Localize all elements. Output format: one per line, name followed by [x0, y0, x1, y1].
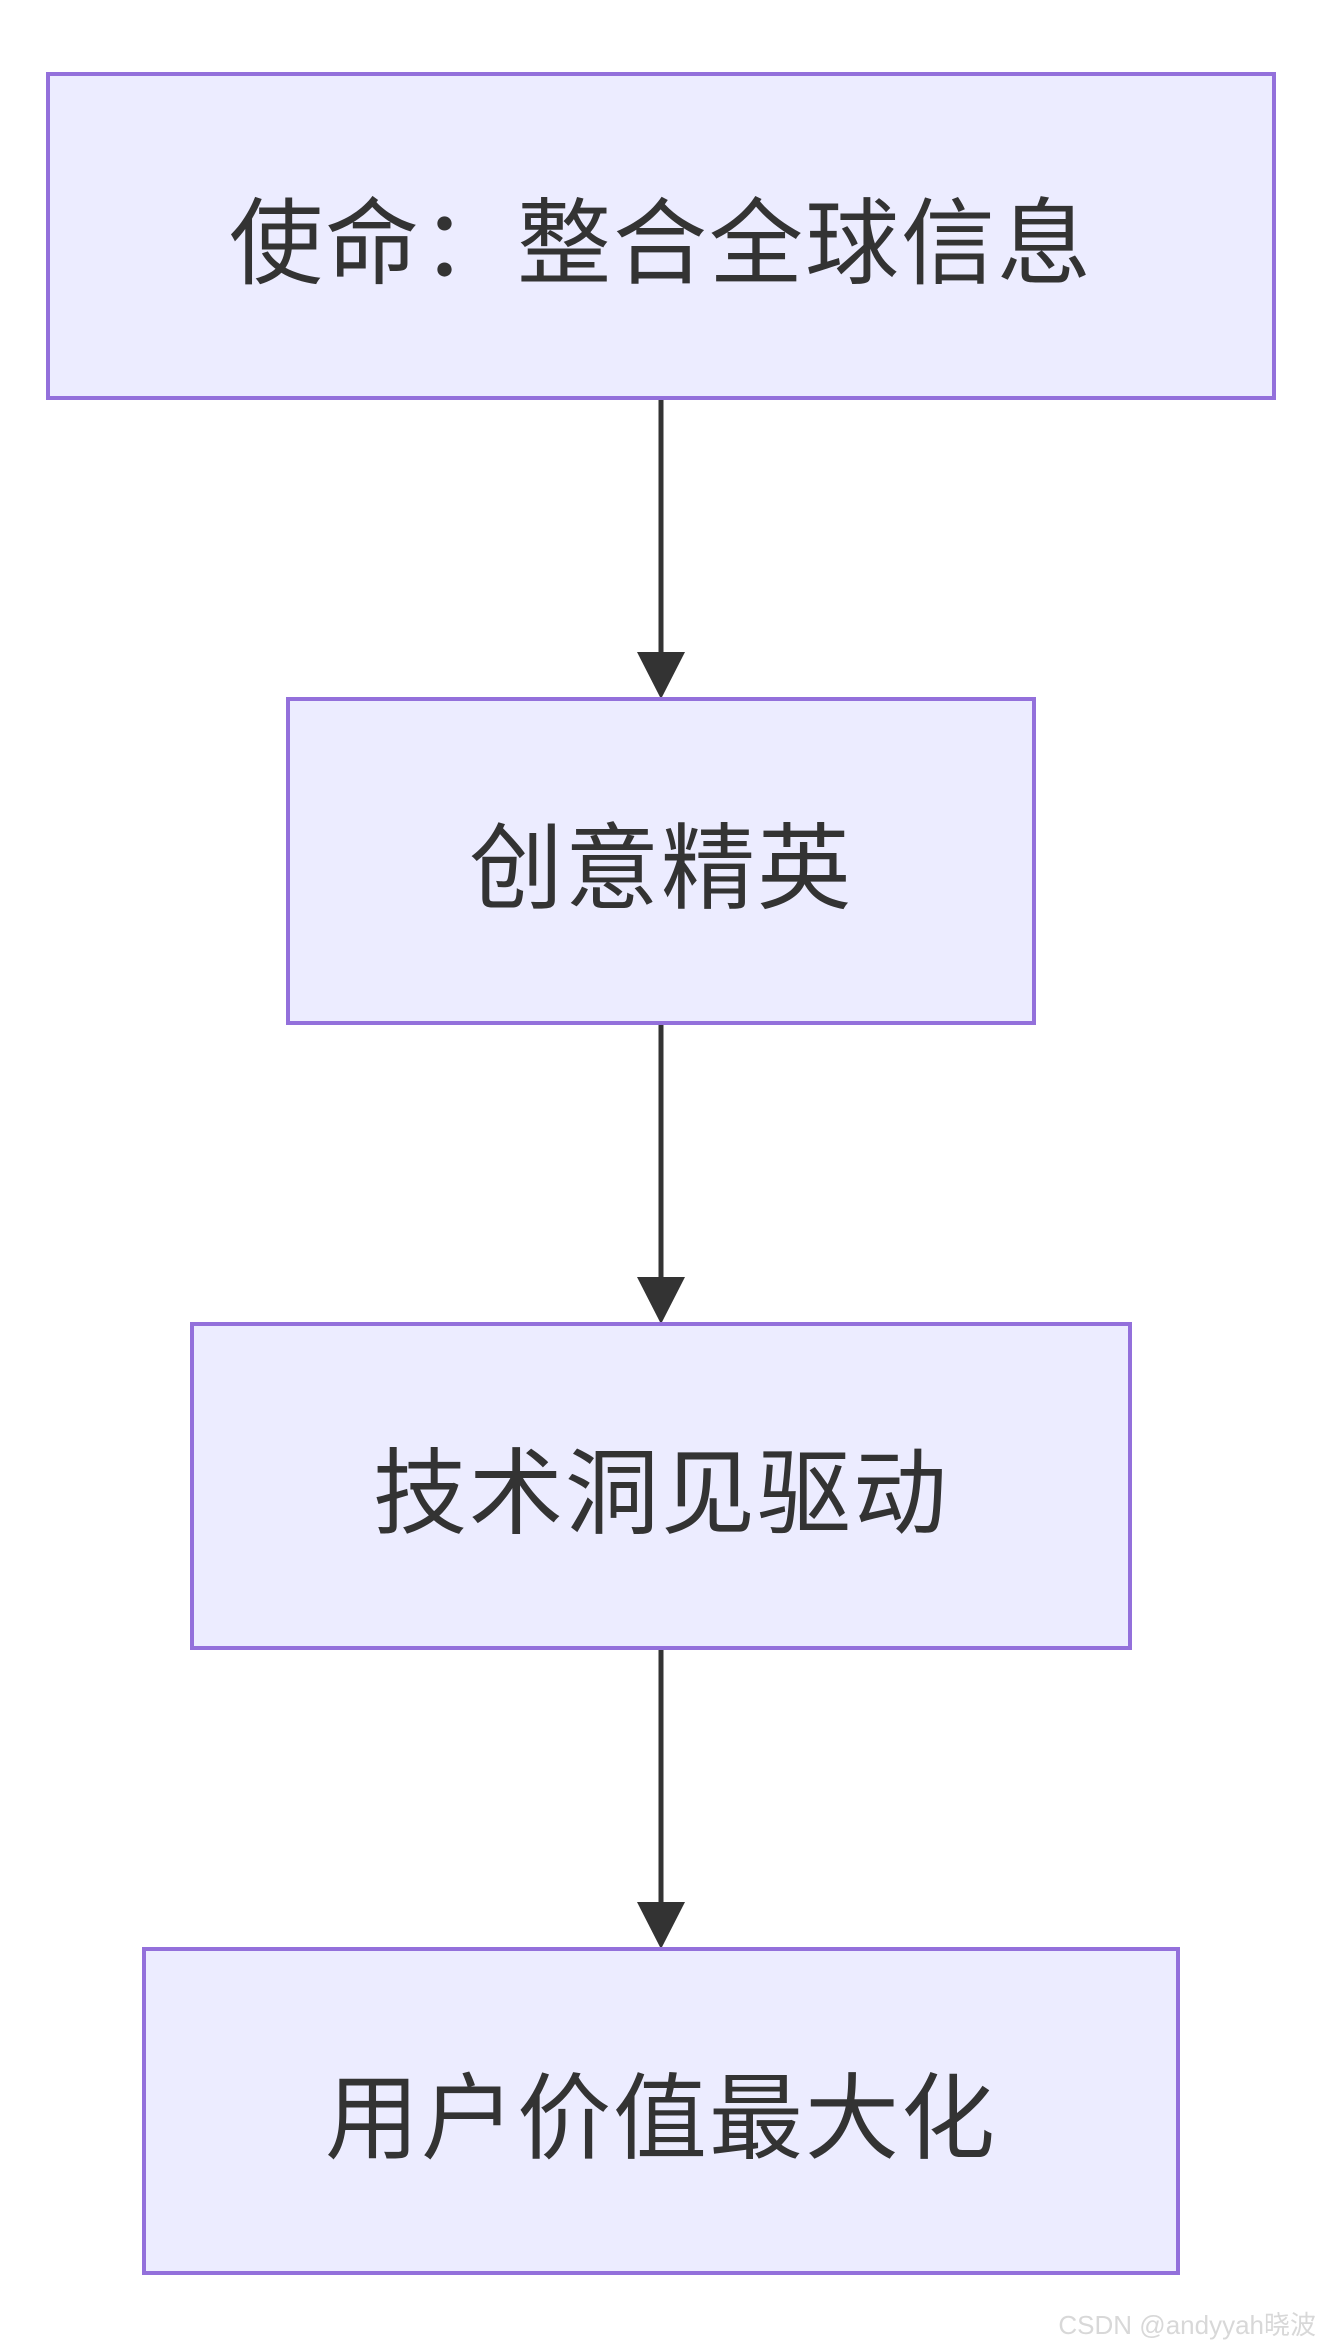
edge-mission-to-creative: [637, 400, 685, 699]
arrowhead-icon: [637, 652, 685, 699]
arrowhead-icon: [637, 1902, 685, 1949]
node-creative-elite: 创意精英: [286, 697, 1036, 1025]
node-mission: 使命：整合全球信息: [46, 72, 1276, 400]
node-label: 使命：整合全球信息: [228, 190, 1093, 299]
node-user-value: 用户价值最大化: [142, 1947, 1180, 2275]
node-label: 技术洞见驱动: [372, 1440, 949, 1549]
edge-tech-to-user: [637, 1650, 685, 1949]
node-label: 用户价值最大化: [324, 2065, 997, 2174]
node-tech-insight: 技术洞见驱动: [190, 1322, 1132, 1650]
arrowhead-icon: [637, 1277, 685, 1324]
node-label: 创意精英: [468, 815, 853, 924]
watermark: CSDN @andyyah晓波: [1058, 2310, 1316, 2340]
edge-creative-to-tech: [637, 1025, 685, 1324]
